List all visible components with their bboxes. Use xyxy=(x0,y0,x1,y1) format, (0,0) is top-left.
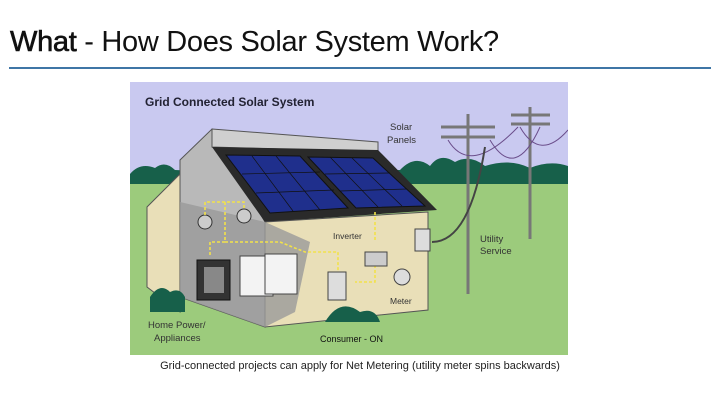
breaker-panel xyxy=(327,271,347,301)
label-service: Service xyxy=(480,246,512,257)
utility-box xyxy=(414,228,431,252)
label-inverter: Inverter xyxy=(333,231,362,241)
label-panels: Panels xyxy=(387,135,416,146)
label-meter: Meter xyxy=(390,296,412,306)
wiring xyxy=(204,201,376,283)
title-bold: What xyxy=(10,26,77,59)
diagram-heading: Grid Connected Solar System xyxy=(145,95,314,109)
shrubs xyxy=(150,288,380,322)
label-utility: Utility xyxy=(480,234,503,245)
meter-dial xyxy=(393,268,411,286)
lamp-left xyxy=(197,214,213,230)
title-divider xyxy=(9,67,711,69)
label-consumer: Consumer - ON xyxy=(320,334,383,344)
grid-connected-solar-diagram: Grid Connected Solar System Solar Panels… xyxy=(130,82,568,355)
solar-panel-left xyxy=(224,154,350,214)
power-lines xyxy=(447,126,568,159)
service-arrow xyxy=(431,146,486,243)
slide-caption: Grid-connected projects can apply for Ne… xyxy=(160,360,560,372)
dryer xyxy=(264,253,298,295)
title-rest: - How Does Solar System Work? xyxy=(76,26,499,58)
label-home-power: Home Power/ xyxy=(148,320,206,331)
utility-poles xyxy=(441,107,550,294)
label-appliances: Appliances xyxy=(154,333,201,344)
label-solar: Solar xyxy=(390,122,412,133)
slide-title: What - How Does Solar System Work? xyxy=(10,26,499,59)
inverter-box xyxy=(364,251,388,267)
panel-grid xyxy=(241,155,408,212)
lamp-right xyxy=(236,208,252,224)
